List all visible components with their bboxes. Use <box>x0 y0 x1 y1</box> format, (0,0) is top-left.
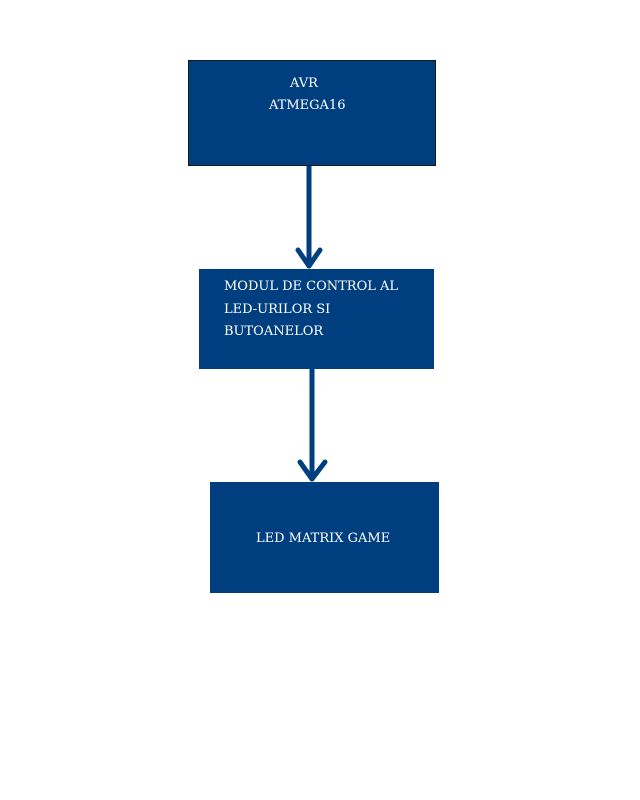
node-label-line: MODUL DE CONTROL AL <box>224 279 399 294</box>
node-label-line: LED MATRIX GAME <box>256 531 391 546</box>
node-label-line: AVR <box>290 76 318 91</box>
node-label-line: LED-URILOR SI <box>224 301 331 317</box>
arrow-avr-to-control <box>295 163 323 269</box>
node-led-matrix-game: LED MATRIX GAME <box>210 482 439 593</box>
node-label-line: BUTOANELOR <box>224 324 324 339</box>
node-avr-atmega16: AVR ATMEGA16 <box>188 60 436 166</box>
arrow-head <box>297 459 328 482</box>
node-control-module: MODUL DE CONTROL AL LED-URILOR SI BUTOAN… <box>199 269 434 369</box>
node-label: MODUL DE CONTROL AL LED-URILOR SI BUTOAN… <box>224 276 398 344</box>
arrow-control-to-game <box>297 366 328 482</box>
node-label-line: ATMEGA16 <box>269 98 346 113</box>
arrow-head <box>295 247 323 269</box>
